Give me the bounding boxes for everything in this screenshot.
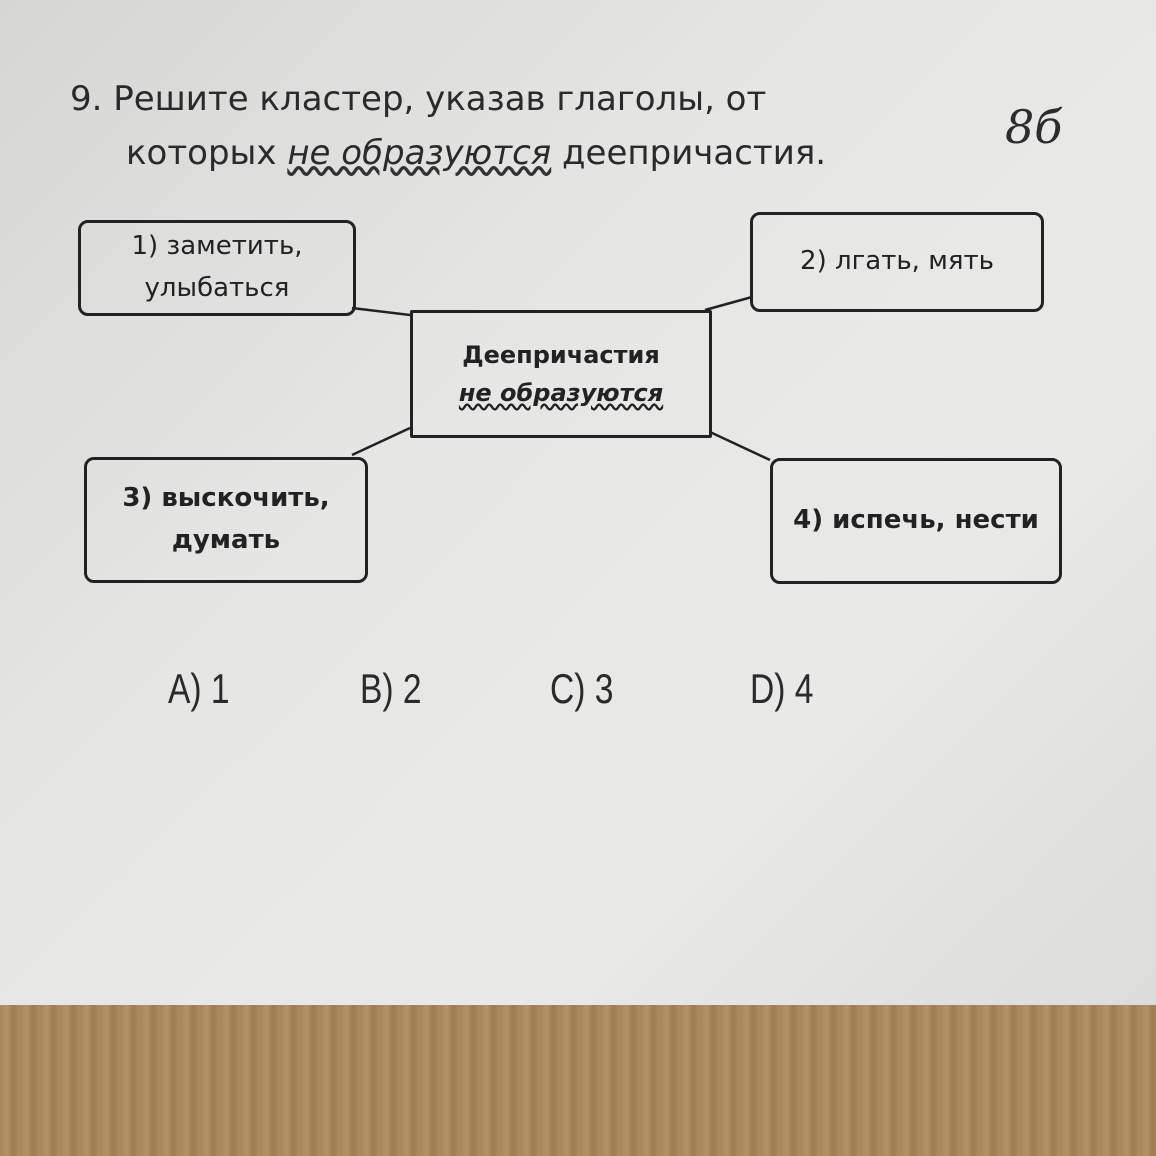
paper-sheet xyxy=(0,0,1156,1005)
question-text: 9. Решите кластер, указав глаголы, от ко… xyxy=(70,72,826,180)
connector-4 xyxy=(709,430,771,462)
cluster-box-1: 1) заметить, улыбаться xyxy=(78,220,356,316)
question-line2-suffix: деепричастия. xyxy=(551,133,827,173)
box-3-line2: думать xyxy=(171,525,281,555)
box-1-line2: улыбаться xyxy=(144,273,290,303)
option-b: B) 2 xyxy=(360,665,422,712)
question-line1: Решите кластер, указав глаголы, от xyxy=(113,79,767,119)
cluster-center-box: Деепричастия не образуются xyxy=(410,310,712,438)
question-emphasis: не образуются xyxy=(287,133,552,173)
cluster-box-4: 4) испечь, нести xyxy=(770,458,1062,584)
wooden-table xyxy=(0,1005,1156,1156)
connector-3 xyxy=(351,426,411,457)
question-number: 9. xyxy=(70,79,103,119)
option-c: C) 3 xyxy=(550,665,614,712)
handwritten-grade: 8б xyxy=(1005,100,1063,154)
center-line2: не образуются xyxy=(458,379,664,407)
connector-1 xyxy=(351,306,411,317)
box-1-line1: 1) заметить, xyxy=(131,231,303,262)
cluster-box-3: 3) выскочить, думать xyxy=(84,457,368,583)
option-a: A) 1 xyxy=(168,665,230,712)
cluster-box-2: 2) лгать, мять xyxy=(750,212,1044,312)
center-line1: Деепричастия xyxy=(462,340,660,369)
box-4-line1: 4) испечь, нести xyxy=(793,505,1039,536)
connector-2 xyxy=(704,295,753,312)
box-3-line1: 3) выскочить, xyxy=(122,483,330,514)
option-d: D) 4 xyxy=(750,665,814,712)
box-2-line1: 2) лгать, мять xyxy=(800,246,994,277)
question-line2-prefix: которых xyxy=(126,133,288,173)
